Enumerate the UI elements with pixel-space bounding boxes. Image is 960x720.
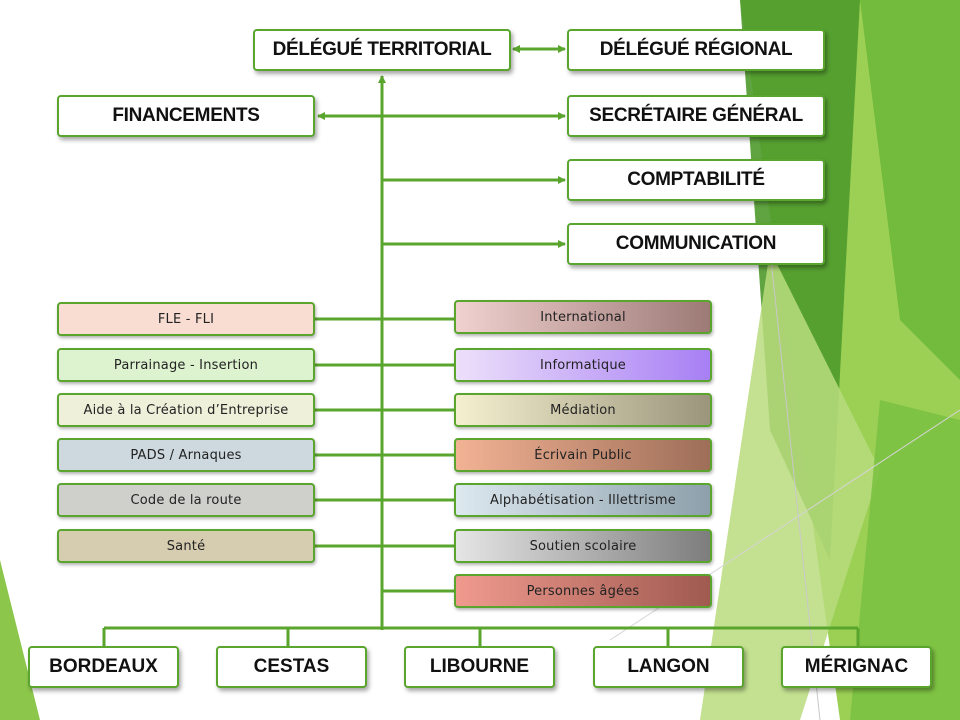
service-ecrivain-public-box: Écrivain Public	[454, 438, 712, 472]
comptabilite-label: COMPTABILITÉ	[627, 169, 765, 190]
delegue-regional-label: DÉLÉGUÉ RÉGIONAL	[599, 39, 793, 60]
secretaire-general-box: SECRÉTAIRE GÉNÉRAL	[567, 95, 825, 137]
service-label: Code de la route	[130, 492, 242, 508]
service-label: Écrivain Public	[534, 447, 632, 463]
service-mediation-box: Médiation	[454, 393, 712, 427]
branch-merignac-box: MÉRIGNAC	[781, 646, 932, 688]
mid-green-triangle-top	[860, 0, 960, 380]
delegue-territorial-box: DÉLÉGUÉ TERRITORIAL	[253, 29, 511, 71]
thin-line-a	[769, 249, 821, 720]
communication-box: COMMUNICATION	[567, 223, 825, 265]
service-sante-box: Santé	[57, 529, 315, 563]
branch-label: LANGON	[627, 656, 710, 677]
branch-label: CESTAS	[253, 656, 330, 677]
service-alphabetisation-box: Alphabétisation - Illettrisme	[454, 483, 712, 517]
service-code-route-box: Code de la route	[57, 483, 315, 517]
financements-label: FINANCEMENTS	[112, 105, 260, 126]
service-soutien-scolaire-box: Soutien scolaire	[454, 529, 712, 563]
service-label: Informatique	[540, 357, 626, 373]
service-label: Parrainage - Insertion	[113, 357, 259, 373]
secretaire-general-label: SECRÉTAIRE GÉNÉRAL	[589, 105, 803, 126]
service-creation-entreprise-box: Aide à la Création d’Entreprise	[57, 393, 315, 427]
service-pads-box: PADS / Arnaques	[57, 438, 315, 472]
service-label: Aide à la Création d’Entreprise	[83, 402, 289, 418]
light-green-triangle	[700, 250, 880, 720]
communication-label: COMMUNICATION	[615, 233, 777, 254]
comptabilite-box: COMPTABILITÉ	[567, 159, 825, 201]
delegue-territorial-label: DÉLÉGUÉ TERRITORIAL	[272, 39, 492, 60]
service-label: Santé	[166, 538, 206, 554]
delegue-regional-box: DÉLÉGUÉ RÉGIONAL	[567, 29, 825, 71]
service-label: Alphabétisation - Illettrisme	[490, 492, 676, 508]
green-triangle-bottom	[850, 400, 960, 720]
branch-label: LIBOURNE	[429, 656, 530, 677]
service-label: Soutien scolaire	[529, 538, 637, 554]
service-informatique-box: Informatique	[454, 348, 712, 382]
service-label: Personnes âgées	[526, 583, 640, 599]
service-label: Médiation	[550, 402, 616, 418]
branch-cestas-box: CESTAS	[216, 646, 367, 688]
service-international-box: International	[454, 300, 712, 334]
financements-box: FINANCEMENTS	[57, 95, 315, 137]
branch-libourne-box: LIBOURNE	[404, 646, 555, 688]
service-fle-fli-box: FLE - FLI	[57, 302, 315, 336]
service-label: PADS / Arnaques	[130, 447, 242, 463]
branch-label: MÉRIGNAC	[804, 656, 909, 677]
service-personnes-agees-box: Personnes âgées	[454, 574, 712, 608]
service-label: FLE - FLI	[157, 311, 215, 327]
service-label: International	[540, 309, 626, 325]
branch-label: BORDEAUX	[49, 656, 158, 677]
branch-langon-box: LANGON	[593, 646, 744, 688]
branch-bordeaux-box: BORDEAUX	[28, 646, 179, 688]
service-parrainage-box: Parrainage - Insertion	[57, 348, 315, 382]
